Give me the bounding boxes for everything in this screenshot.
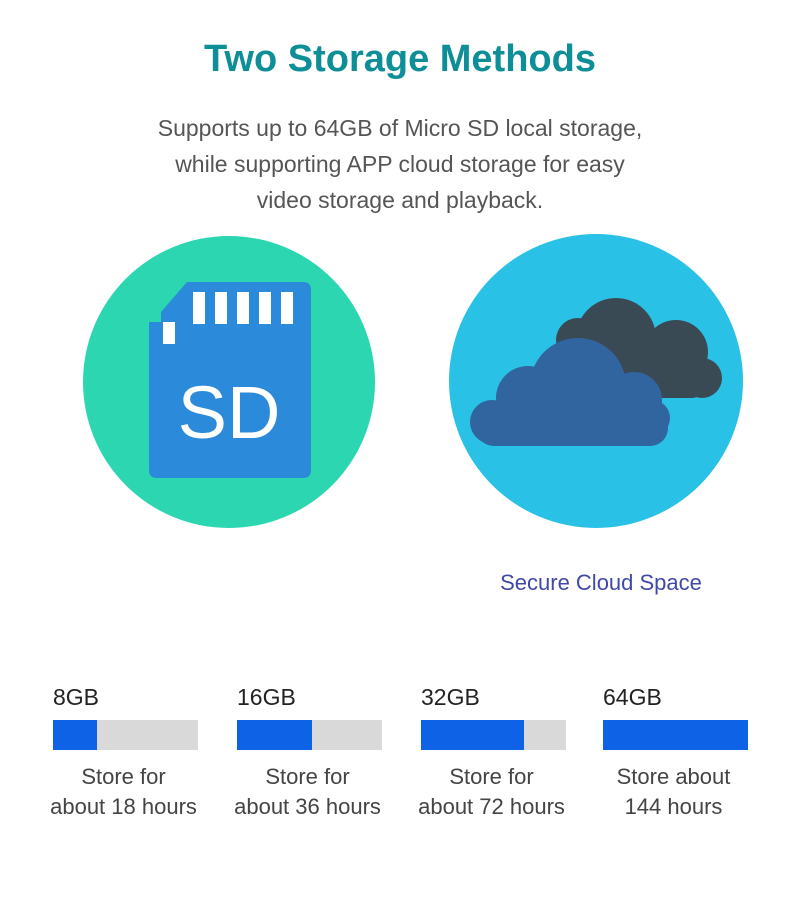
tier-desc-line-1: Store for	[81, 764, 166, 789]
tier-desc-line-1: Store for	[265, 764, 350, 789]
description-line-3: video storage and playback.	[256, 187, 544, 213]
capacity-bar-fill	[237, 720, 313, 750]
tier-64gb: 64GB Store about 144 hours	[588, 682, 758, 822]
page-title: Two Storage Methods	[204, 38, 596, 80]
tier-description: Store about 144 hours	[586, 762, 761, 822]
tier-desc-line-2: about 72 hours	[418, 794, 565, 819]
tier-desc-line-2: about 36 hours	[234, 794, 381, 819]
capacity-bar	[53, 720, 198, 750]
capacity-bar	[421, 720, 566, 750]
tier-description: Store for about 18 hours	[36, 762, 211, 822]
tier-desc-line-2: about 18 hours	[50, 794, 197, 819]
capacity-bar-fill	[421, 720, 524, 750]
tier-size-label: 64GB	[603, 684, 662, 710]
tier-8gb: 8GB Store for about 18 hours	[38, 682, 208, 822]
capacity-bar	[237, 720, 382, 750]
tier-16gb: 16GB Store for about 36 hours	[222, 682, 392, 822]
tier-size-label: 32GB	[421, 684, 480, 710]
description-line-2: while supporting APP cloud storage for e…	[175, 151, 625, 177]
tier-size-label: 8GB	[53, 684, 100, 710]
capacity-bar	[603, 720, 748, 750]
tier-desc-line-1: Store for	[449, 764, 534, 789]
sd-card-text: SD	[178, 371, 281, 454]
tier-description: Store for about 36 hours	[220, 762, 395, 822]
cloud-caption: Secure Cloud Space	[500, 570, 702, 595]
sd-card-icon: SD	[149, 282, 311, 478]
tier-desc-line-2: 144 hours	[624, 794, 723, 819]
tier-desc-line-1: Store about	[616, 764, 731, 789]
cloud-icon	[470, 298, 722, 446]
capacity-bar-fill	[603, 720, 748, 750]
description-line-1: Supports up to 64GB of Micro SD local st…	[157, 115, 643, 141]
capacity-bar-fill	[53, 720, 97, 750]
tier-description: Store for about 72 hours	[404, 762, 579, 822]
tier-32gb: 32GB Store for about 72 hours	[406, 682, 576, 822]
tier-size-label: 16GB	[237, 684, 296, 710]
description: Supports up to 64GB of Micro SD local st…	[100, 110, 700, 218]
